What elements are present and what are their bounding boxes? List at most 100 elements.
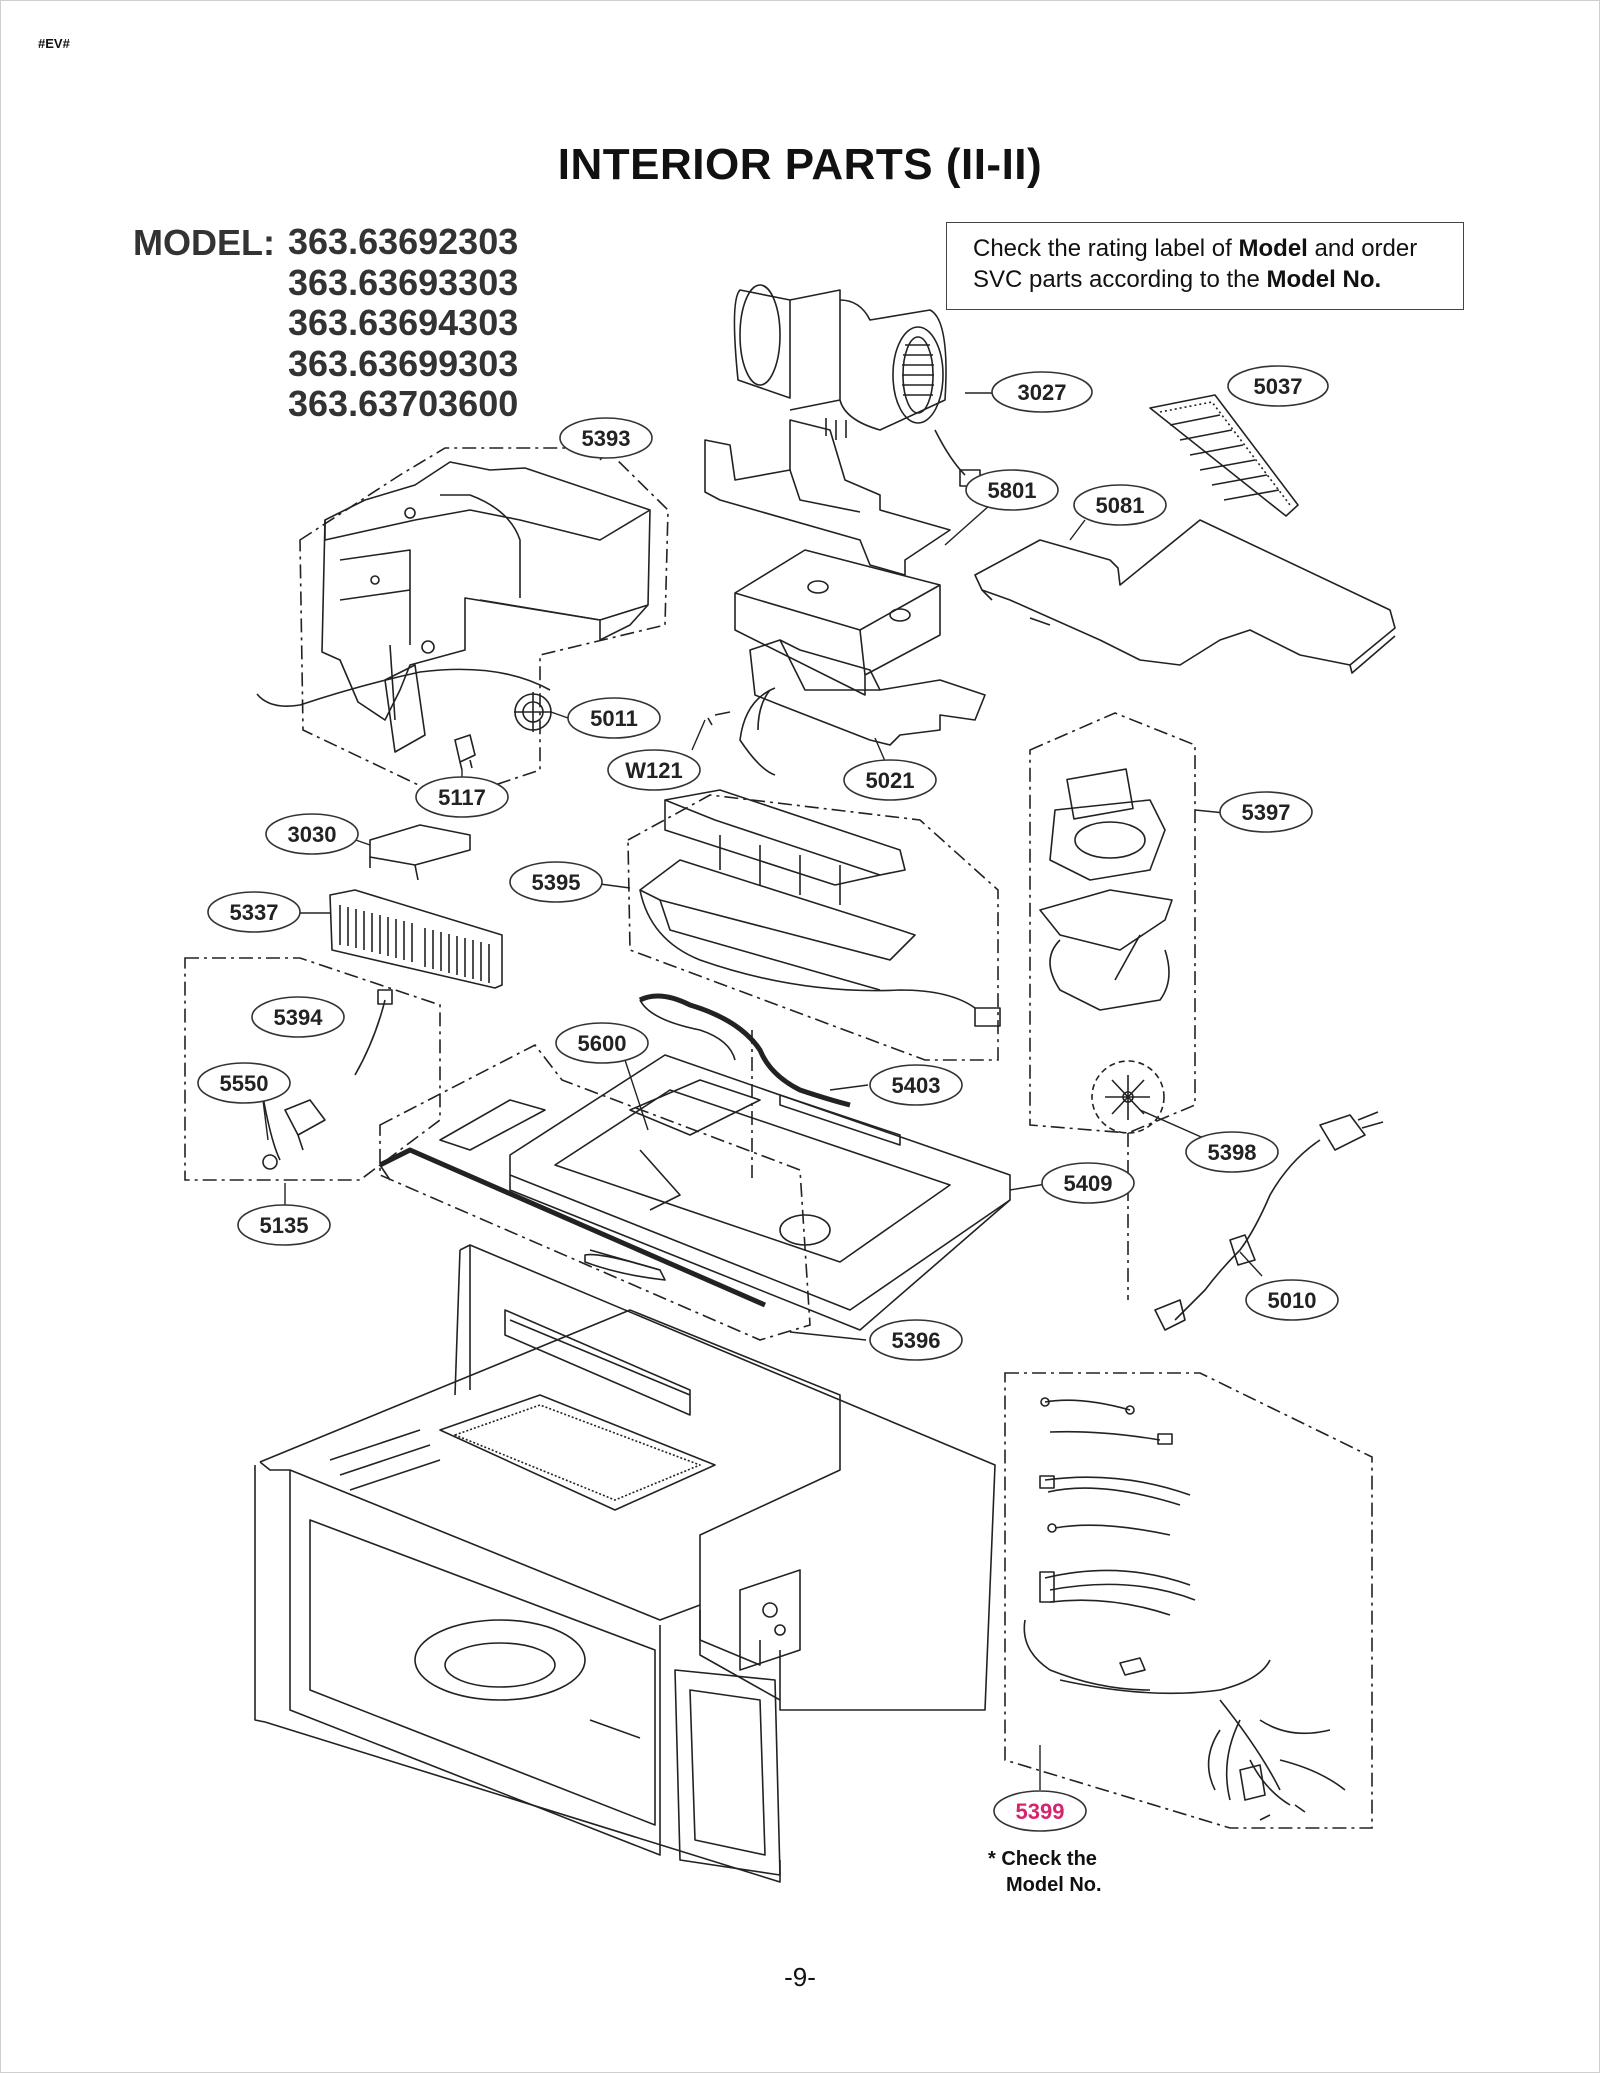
power-cord-drawing	[1154, 1111, 1384, 1331]
thermostat-drawing	[454, 734, 476, 771]
leader-line	[789, 1331, 867, 1341]
convection-motor-drawing	[1039, 768, 1173, 1134]
part-callout-5135: 5135	[237, 1204, 331, 1246]
model-label: MODEL:	[133, 222, 275, 263]
damper-motor-drawing	[514, 692, 552, 732]
base-plate-drawing	[974, 519, 1396, 674]
part-callout-5403: 5403	[869, 1064, 963, 1106]
check-model-note: * Check the Model No.	[988, 1846, 1102, 1898]
group-outline-5394	[184, 957, 441, 1181]
part-callout-5397: 5397	[1219, 791, 1313, 833]
part-callout-5021: 5021	[843, 759, 937, 801]
part-number: 3030	[288, 822, 337, 847]
group-outline-5395	[627, 794, 999, 1061]
cover-plate-drawing	[369, 824, 471, 881]
grease-filter-drawing	[1149, 394, 1299, 517]
leader-line	[1239, 1251, 1263, 1277]
page-title: INTERIOR PARTS (II-II)	[557, 140, 1043, 189]
part-callout-5801: 5801	[965, 469, 1059, 511]
part-number: 5394	[274, 1005, 324, 1030]
part-callout-5393: 5393	[559, 417, 653, 459]
part-number: 5801	[988, 478, 1037, 503]
model-number: 363.63694303	[288, 302, 519, 343]
part-callout-5037: 5037	[1227, 365, 1329, 407]
group-outline-5399	[1004, 1372, 1373, 1829]
part-callout-5550: 5550	[197, 1062, 291, 1104]
model-number: 363.63699303	[288, 342, 519, 384]
heater-assembly-drawing	[639, 789, 1001, 1027]
leader-line	[599, 883, 631, 889]
part-number: 5403	[892, 1073, 941, 1098]
part-number: 5117	[438, 785, 486, 810]
inner-plate-drawing	[509, 1054, 1011, 1331]
leader-line	[1069, 519, 1086, 541]
part-number: 5409	[1064, 1171, 1113, 1196]
part-callout-5398: 5398	[1185, 1131, 1279, 1173]
part-number: 5081	[1096, 493, 1145, 518]
oven-cavity-drawing	[254, 1244, 996, 1883]
note-bold-model: Model	[1238, 235, 1308, 262]
page-number: -9-	[784, 1962, 816, 1992]
group-outline-5397	[1029, 712, 1196, 1134]
part-callout-3030: 3030	[265, 813, 359, 855]
check-note-line: * Check the	[988, 1848, 1097, 1870]
part-callout-5399: 5399	[993, 1790, 1087, 1832]
part-number: 5021	[866, 768, 915, 793]
model-list: 363.63692303 363.63693303 363.63694303 3…	[288, 221, 519, 425]
model-number: 363.63693303	[288, 261, 519, 303]
leader-line	[944, 504, 991, 546]
check-note-line: Model No.	[1006, 1874, 1102, 1896]
model-number: 363.63692303	[288, 221, 519, 262]
part-callout-5117: 5117	[415, 776, 509, 818]
part-callout-5011: 5011	[567, 697, 661, 739]
part-number: 3027	[1018, 380, 1067, 405]
duct-housing-drawing	[256, 461, 651, 753]
blower-fan-drawing	[733, 284, 981, 487]
group-outline-5393	[299, 447, 669, 801]
part-number: 5010	[1268, 1288, 1317, 1313]
part-callout-5337: 5337	[207, 891, 301, 933]
part-callout-5395: 5395	[509, 861, 603, 903]
part-number: 5393	[582, 426, 631, 451]
part-number: 5037	[1254, 374, 1303, 399]
leader-line	[829, 1084, 869, 1091]
note-text: and order SVC parts according to the	[973, 235, 1418, 293]
part-callout-5081: 5081	[1073, 484, 1167, 526]
part-number: 5600	[578, 1031, 627, 1056]
air-guide-plate-drawing	[704, 419, 951, 576]
part-number: 5135	[260, 1213, 309, 1238]
note-text: Check the rating label of	[973, 235, 1239, 262]
part-number-highlight: 5399	[1016, 1799, 1065, 1824]
part-number: 5396	[892, 1328, 941, 1353]
leader-line	[1139, 1109, 1209, 1141]
part-callout-5010: 5010	[1245, 1279, 1339, 1321]
note-box: Check the rating label of Model and orde…	[946, 222, 1464, 310]
leader-line	[624, 1059, 649, 1131]
leader-line	[550, 711, 569, 719]
part-callout-w121: W121	[607, 749, 701, 791]
group-outline-5396	[379, 1043, 811, 1341]
part-number: 5395	[532, 870, 581, 895]
part-number: 5398	[1208, 1140, 1257, 1165]
heating-element-drawing	[638, 993, 851, 1108]
fan-bracket-drawing	[707, 549, 986, 776]
part-number: 5337	[230, 900, 279, 925]
model-number: 363.63703600	[288, 383, 519, 424]
wire-harness-drawing	[1023, 1397, 1346, 1821]
leader-line	[262, 1099, 269, 1141]
part-callout-5600: 5600	[555, 1022, 649, 1064]
note-bold-model-no: Model No.	[1266, 266, 1382, 293]
part-number: W121	[625, 758, 682, 783]
header-code: #EV#	[38, 36, 70, 51]
heater-rod-drawing	[378, 1099, 767, 1308]
part-callout-5396: 5396	[869, 1319, 963, 1361]
part-number: 5397	[1242, 800, 1291, 825]
vent-grille-drawing	[329, 889, 503, 989]
part-number: 5550	[220, 1071, 269, 1096]
part-callout-5409: 5409	[1041, 1162, 1135, 1204]
part-callout-5394: 5394	[251, 996, 345, 1038]
leader-line	[691, 719, 706, 751]
part-callout-3027: 3027	[991, 371, 1093, 413]
part-number: 5011	[590, 706, 638, 731]
